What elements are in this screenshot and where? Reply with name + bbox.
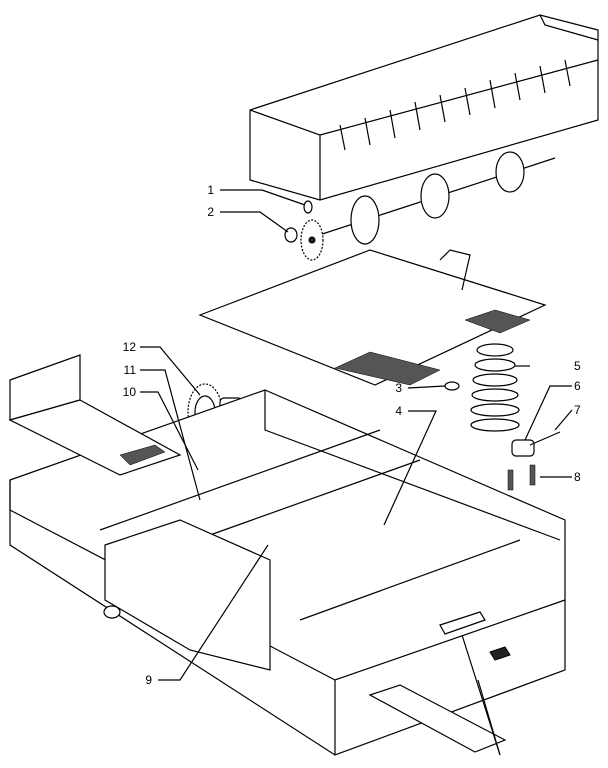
foot-part <box>103 605 121 619</box>
knob-6 <box>511 439 535 457</box>
callout-4: 4 <box>395 404 402 418</box>
washer-3 <box>444 381 460 391</box>
callout-2: 2 <box>207 205 214 219</box>
callout-3: 3 <box>395 381 402 395</box>
top-cover <box>249 14 599 201</box>
callout-6: 6 <box>574 379 581 393</box>
callout-11: 11 <box>124 363 137 377</box>
middle-plate <box>198 249 547 386</box>
e-ring-1 <box>303 200 313 214</box>
left-flap <box>8 354 182 476</box>
base-tray <box>9 389 566 756</box>
roller-shaft <box>300 151 556 261</box>
springs-8 <box>507 464 536 491</box>
callout-9: 9 <box>145 673 152 687</box>
leader-lines <box>140 189 573 756</box>
callout-5: 5 <box>574 359 581 373</box>
callout-labels: 1 2 3 4 5 6 7 8 9 10 11 12 <box>123 183 581 687</box>
spring-5 <box>470 343 520 432</box>
callout-1: 1 <box>207 183 214 197</box>
callout-8: 8 <box>574 470 581 484</box>
callout-7: 7 <box>574 403 581 417</box>
callout-10: 10 <box>123 385 137 399</box>
bushing-2 <box>284 227 298 243</box>
bottom-plate <box>368 684 507 753</box>
pin-7 <box>529 431 561 446</box>
callout-12: 12 <box>123 340 137 354</box>
